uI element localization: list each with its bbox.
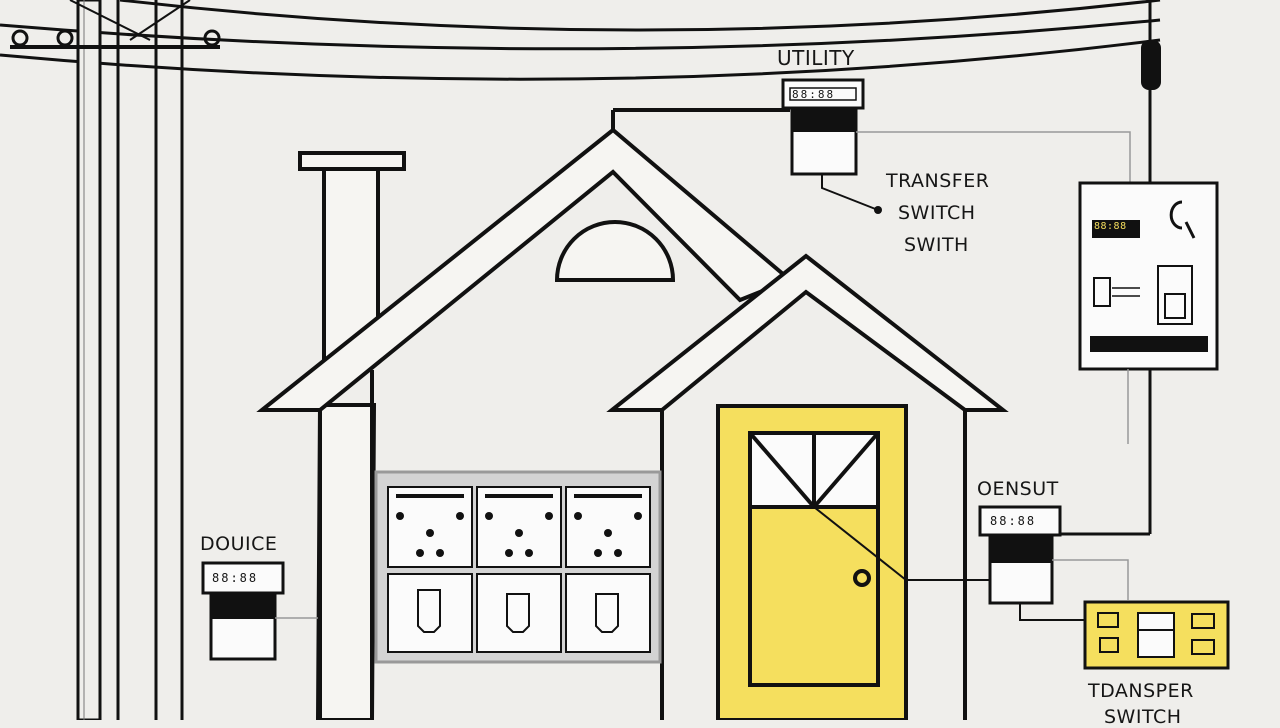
left-meter-display: 88:88 [212,571,259,585]
breaker-panel [374,470,662,664]
house [256,108,1009,720]
label-tdansper-1: TDANSPER [1088,680,1194,702]
label-oensut: OENSUT [977,478,1059,500]
label-transfer-switch-2: SWITCH [898,202,976,224]
cabinet-display: 88:88 [1094,221,1127,232]
label-utility: UTILITY [777,46,855,70]
utility-meter [781,78,1131,214]
front-door [716,404,908,720]
overhead-cables [0,0,1161,81]
label-tdansper-2: SWITCH [1104,706,1182,728]
label-transfer-switch-1: TRANSFER [886,170,990,192]
label-douice: DOUICE [200,533,278,555]
right-meter-display: 88:88 [990,514,1037,528]
right-meter [813,505,1129,621]
chimney [298,151,406,361]
label-transfer-switch-3: SWITH [904,234,969,256]
left-meter [201,561,318,661]
utility-pole [10,0,221,720]
transfer-switch-box [1083,600,1230,670]
utility-meter-display: 88:88 [792,88,836,101]
transfer-switch-cabinet [1078,181,1219,444]
